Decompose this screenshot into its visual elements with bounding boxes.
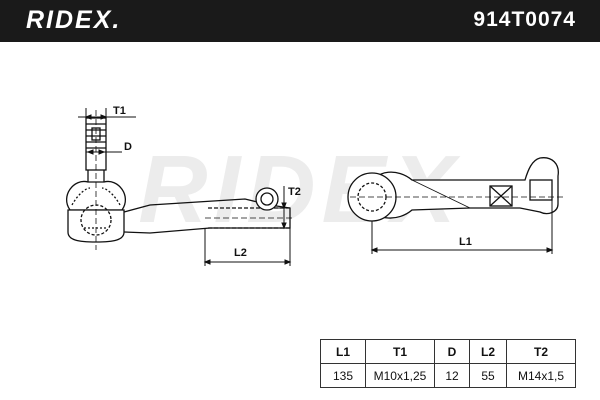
label-l2: L2 xyxy=(234,247,247,259)
top-view-tie-rod-end xyxy=(347,157,565,222)
label-l1: L1 xyxy=(459,236,472,248)
value-l2: 55 xyxy=(469,363,507,388)
header-l1: L1 xyxy=(320,339,366,364)
value-t1: M10x1,25 xyxy=(365,363,435,388)
value-d: 12 xyxy=(434,363,470,388)
header-t1: T1 xyxy=(365,339,435,364)
value-t2: M14x1,5 xyxy=(506,363,576,388)
header-bar: RIDEX. 914T0074 xyxy=(0,0,600,42)
dim-t2 xyxy=(278,186,290,230)
side-view-tie-rod-end xyxy=(65,110,295,250)
label-d: D xyxy=(124,141,132,153)
dim-t1 xyxy=(78,108,136,120)
spec-table: L1 T1 D L2 T2 135 M10x1,25 12 55 M14x1,5 xyxy=(320,339,576,388)
header-d: D xyxy=(434,339,470,364)
technical-drawing: RIDEX xyxy=(65,105,565,266)
header-t2: T2 xyxy=(506,339,576,364)
spec-value-row: 135 M10x1,25 12 55 M14x1,5 xyxy=(320,363,576,388)
dim-l1 xyxy=(370,200,554,254)
label-t1: T1 xyxy=(113,105,126,117)
label-t2: T2 xyxy=(288,186,301,198)
header-l2: L2 xyxy=(469,339,507,364)
dim-d xyxy=(86,149,122,155)
part-number: 914T0074 xyxy=(473,8,576,31)
brand-logo: RIDEX. xyxy=(26,6,122,34)
value-l1: 135 xyxy=(320,363,366,388)
dim-l2 xyxy=(203,228,292,266)
spec-header-row: L1 T1 D L2 T2 xyxy=(320,339,576,364)
